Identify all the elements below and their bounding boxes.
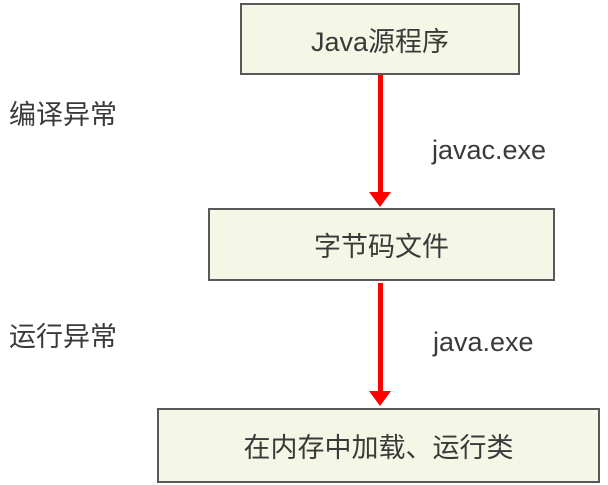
label-java-exe: java.exe — [433, 327, 534, 357]
box-java-source: Java源程序 — [240, 3, 520, 75]
arrow-down-icon — [369, 192, 391, 207]
arrow-line — [378, 75, 383, 192]
label-javac-exe: javac.exe — [432, 135, 547, 165]
label-compile-exception: 编译异常 — [9, 100, 117, 130]
box-load-run-class-label: 在内存中加载、运行类 — [243, 433, 514, 463]
arrow-down-icon — [369, 391, 391, 406]
box-java-source-label: Java源程序 — [310, 26, 450, 57]
arrow-line — [378, 283, 383, 391]
box-bytecode-file: 字节码文件 — [208, 208, 555, 281]
box-load-run-class: 在内存中加载、运行类 — [157, 408, 600, 483]
label-runtime-exception: 运行异常 — [9, 322, 117, 352]
box-bytecode-file-label: 字节码文件 — [314, 232, 449, 262]
